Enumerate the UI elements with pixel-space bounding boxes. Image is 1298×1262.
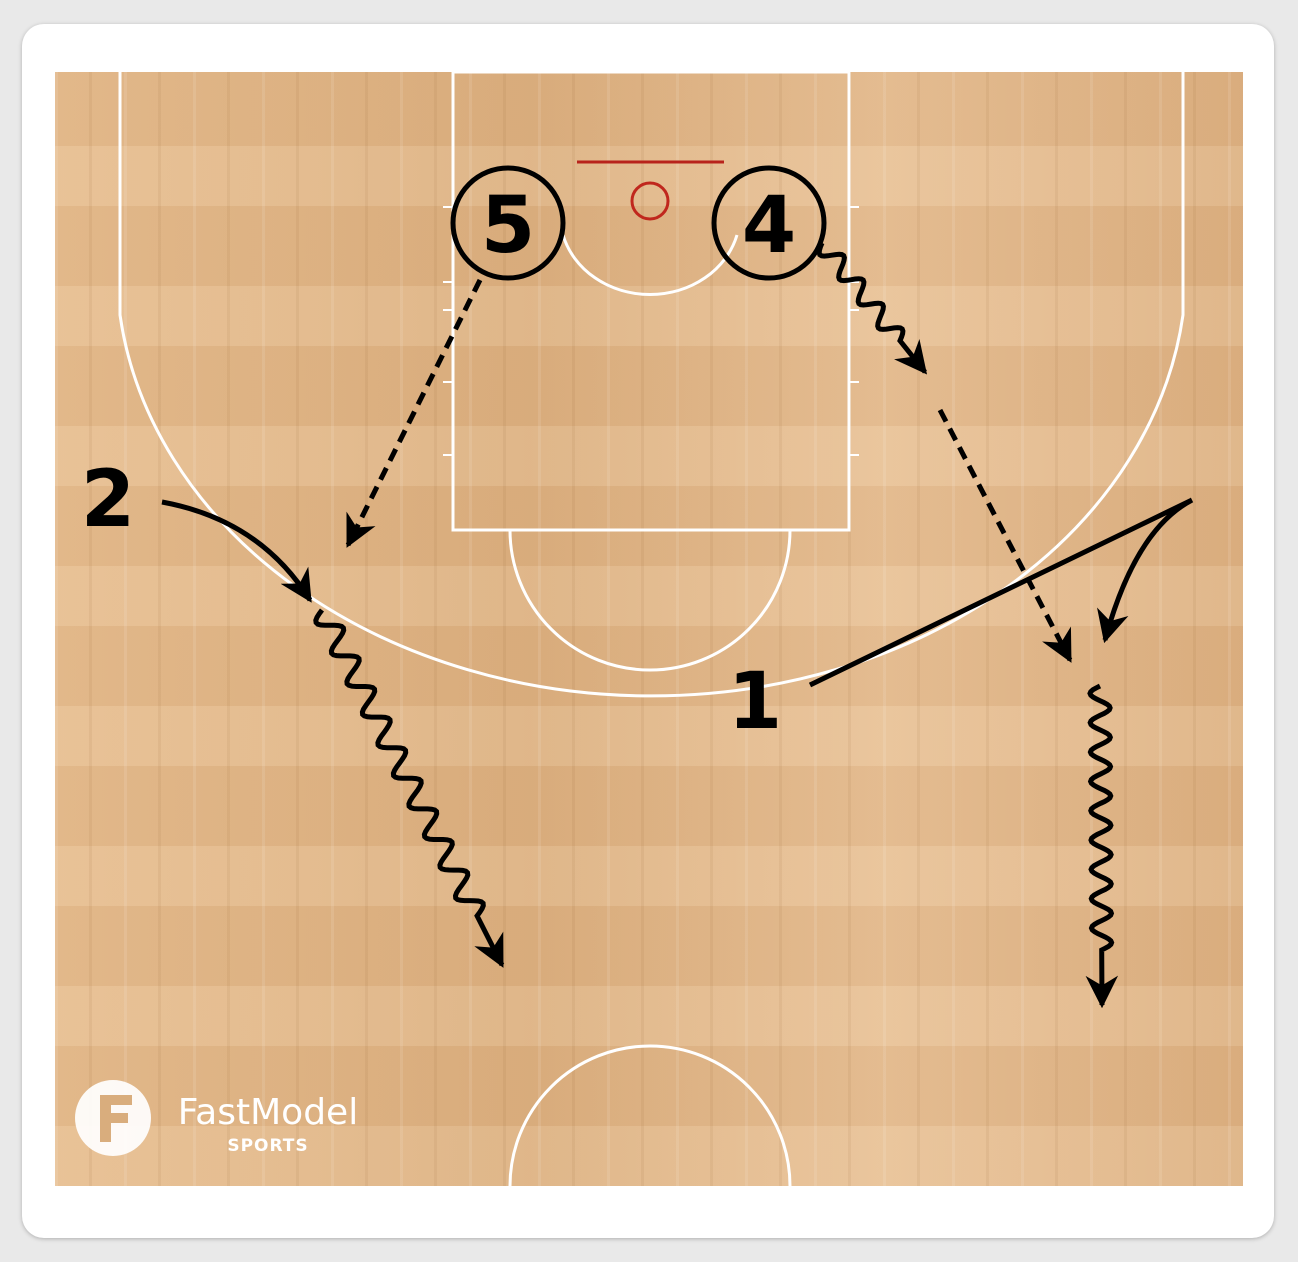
- pass-4-to-corner: [937, 408, 1073, 663]
- player-2-label: 2: [81, 455, 135, 545]
- free-throw-circle: [508, 529, 792, 672]
- three-point-line: [118, 72, 1185, 698]
- cut-2-to-wing: [161, 499, 313, 603]
- fastmodel-logo: FastModel SPORTS: [75, 1080, 358, 1156]
- lane-hash-marks: [443, 206, 859, 456]
- movement-paths: [161, 242, 1194, 1009]
- logo-f-icon: [100, 1095, 132, 1142]
- cut-1-to-corner: [808, 497, 1194, 688]
- player-1-label: 1: [728, 657, 782, 747]
- player-5-label: 5: [481, 181, 535, 271]
- dribble-2: [313, 608, 505, 968]
- restricted-arc: [561, 234, 739, 297]
- rim: [630, 181, 670, 221]
- player-4: 4: [711, 165, 827, 281]
- dribble-4: [816, 242, 928, 375]
- logo-sub: SPORTS: [227, 1136, 308, 1156]
- key-lane: [451, 72, 851, 532]
- dribble-1: [1085, 683, 1119, 1009]
- pass-5-to-wing: [345, 278, 483, 548]
- player-4-label: 4: [742, 181, 796, 271]
- player-5: 5: [450, 165, 566, 281]
- center-circle: [508, 1044, 792, 1186]
- logo-name: FastModel: [178, 1092, 358, 1133]
- court-lines: [118, 72, 1185, 1186]
